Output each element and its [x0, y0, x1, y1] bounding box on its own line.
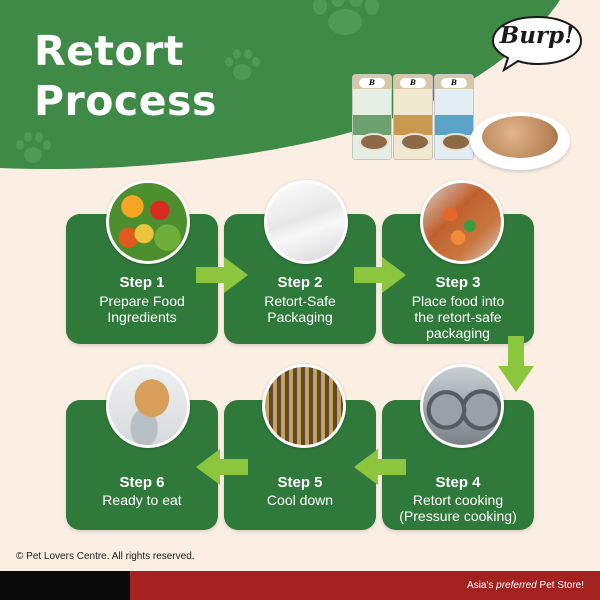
step-4-line-2: (Pressure cooking): [399, 508, 517, 524]
food-portion: [482, 116, 558, 158]
arrow-left-icon: [354, 449, 406, 485]
step-5-line-1: Cool down: [266, 492, 334, 508]
brand-name: Burp!: [499, 22, 575, 49]
step-1-label: Step 1: [119, 274, 165, 291]
step-4-line-1: Retort cooking: [412, 492, 504, 508]
paw-print-icon: [225, 49, 260, 80]
step-3-line-2: the retort-safe: [414, 309, 502, 325]
title-line-1: Retort: [34, 27, 184, 75]
tagline-emphasis: preferred: [496, 580, 537, 591]
arrow-down-icon: [498, 336, 534, 392]
tagline-prefix: Asia's: [467, 580, 497, 591]
arrow-left-icon: [196, 449, 248, 485]
product-pouch: B: [434, 74, 474, 160]
pouch-photo: [264, 180, 348, 264]
step-1-line-2: Ingredients: [107, 309, 177, 325]
vegetables-photo: [106, 180, 190, 264]
sealed-food-photo: [420, 180, 504, 264]
retort-machine-photo: [420, 364, 504, 448]
step-1-line-1: Prepare Food: [99, 293, 185, 309]
copyright-notice: © Pet Lovers Centre. All rights reserved…: [16, 551, 195, 562]
product-pouch: B: [393, 74, 433, 160]
tagline-suffix: Pet Store!: [536, 580, 584, 591]
step-6-line-1: Ready to eat: [102, 492, 182, 508]
paw-print-icon: [16, 132, 51, 163]
step-3-line-3: packaging: [426, 325, 490, 341]
header-wave: [0, 0, 560, 170]
step-2-line-2: Packaging: [267, 309, 333, 325]
page-title: Retort Process: [34, 26, 217, 126]
step-3-line-1: Place food into: [411, 293, 505, 309]
footer-black-bar: [0, 571, 130, 600]
product-pouch: B: [352, 74, 392, 160]
step-6-label: Step 6: [119, 474, 165, 491]
title-line-2: Process: [34, 77, 217, 125]
step-2-label: Step 2: [277, 274, 323, 291]
brand-logo: [491, 15, 583, 72]
paw-print-icon: [313, 0, 379, 35]
arrow-right-icon: [354, 257, 406, 293]
brand-mini-logo: B: [441, 78, 467, 88]
cooling-rack-photo: [262, 364, 346, 448]
step-2-line-1: Retort-Safe: [264, 293, 336, 309]
step-5-label: Step 5: [277, 474, 323, 491]
step-3-label: Step 3: [435, 274, 481, 291]
footer-tagline: Asia's preferred Pet Store!: [467, 580, 584, 591]
brand-mini-logo: B: [400, 78, 426, 88]
footer-red-bar: [130, 571, 600, 600]
step-4-label: Step 4: [435, 474, 481, 491]
brand-mini-logo: B: [359, 78, 385, 88]
dog-eating-photo: [106, 364, 190, 448]
arrow-right-icon: [196, 257, 248, 293]
